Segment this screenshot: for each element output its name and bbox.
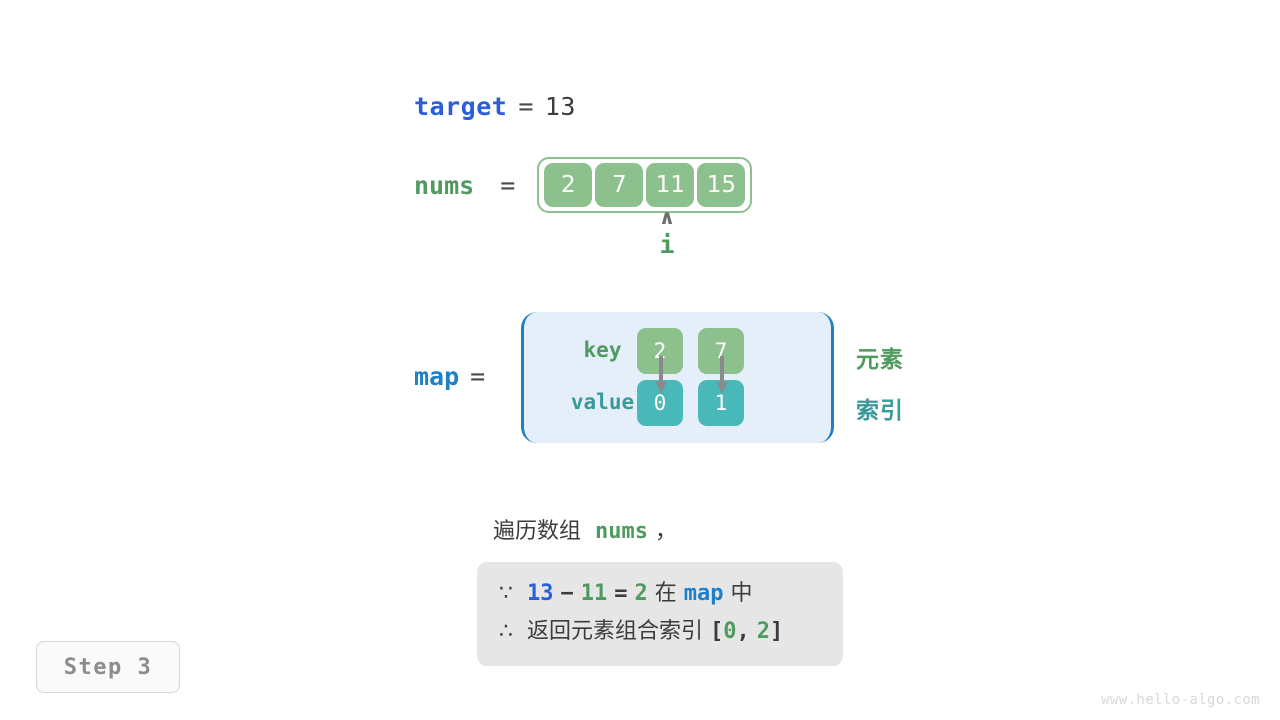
nums-cell-0: 2 bbox=[544, 163, 593, 207]
note-equals-sign: = bbox=[614, 581, 628, 606]
note-operand-c: 2 bbox=[634, 581, 648, 606]
legend-element-label: 元素 bbox=[856, 347, 904, 373]
nums-cell-3: 15 bbox=[697, 163, 746, 207]
hash-map-container: key value 2 7 0 1 bbox=[521, 312, 834, 443]
note-operand-b: 11 bbox=[580, 581, 608, 606]
note-tail-word: 中 bbox=[730, 581, 753, 606]
caption-suffix: ， bbox=[655, 519, 678, 544]
nums-variable-name: nums bbox=[414, 170, 475, 200]
index-pointer-label: i bbox=[659, 230, 675, 259]
note-because-symbol: ∵ bbox=[499, 581, 513, 606]
nums-array-container: 2 7 11 15 bbox=[537, 157, 753, 213]
target-variable-row: target = 13 bbox=[414, 92, 576, 121]
legend-index-label: 索引 bbox=[856, 398, 904, 424]
index-pointer-arrow-icon: ∧ bbox=[658, 205, 676, 229]
target-variable-name: target bbox=[414, 92, 508, 121]
step-badge: Step 3 bbox=[36, 641, 180, 693]
map-key-row-label: key bbox=[583, 338, 622, 362]
map-equals-sign: = bbox=[470, 362, 486, 391]
map-value-cell-1: 1 bbox=[698, 380, 744, 426]
map-mapping-arrow-icon-0 bbox=[655, 356, 667, 394]
note-minus-sign: − bbox=[560, 581, 574, 606]
watermark-url: www.hello-algo.com bbox=[1101, 692, 1260, 708]
nums-variable-row: nums = 2 7 11 15 bbox=[414, 157, 753, 213]
note-therefore-symbol: ∴ bbox=[499, 618, 513, 644]
target-value: 13 bbox=[544, 92, 576, 121]
map-value-row-label: value bbox=[570, 390, 635, 414]
nums-cell-2: 11 bbox=[646, 163, 695, 207]
note-line-2: ∴ 返回元素组合索引[0,2] bbox=[499, 613, 821, 651]
note-map-word: map bbox=[683, 581, 724, 606]
map-value-cell-0: 0 bbox=[637, 380, 683, 426]
map-variable-label-group: map = bbox=[414, 362, 496, 391]
map-mapping-arrow-icon-1 bbox=[716, 356, 728, 394]
note-operand-a: 13 bbox=[527, 581, 554, 606]
nums-equals-sign: = bbox=[500, 170, 516, 200]
note-result-index-1: 2 bbox=[756, 618, 771, 644]
note-bracket-open: [ bbox=[710, 618, 724, 644]
caption-text: 遍历数组 nums ， bbox=[493, 513, 677, 545]
note-in-word: 在 bbox=[654, 581, 677, 606]
note-result-index-0: 0 bbox=[723, 618, 737, 644]
map-variable-name: map bbox=[414, 362, 460, 391]
note-result-text: 返回元素组合索引 bbox=[527, 618, 704, 644]
target-equals-sign: = bbox=[518, 92, 534, 121]
caption-code-nums: nums bbox=[595, 519, 648, 544]
nums-cell-1: 7 bbox=[595, 163, 644, 207]
note-bracket-close: ] bbox=[770, 618, 784, 644]
note-result-comma: , bbox=[736, 618, 750, 644]
caption-prefix: 遍历数组 bbox=[493, 519, 582, 544]
nums-label-group: nums = bbox=[414, 171, 526, 200]
